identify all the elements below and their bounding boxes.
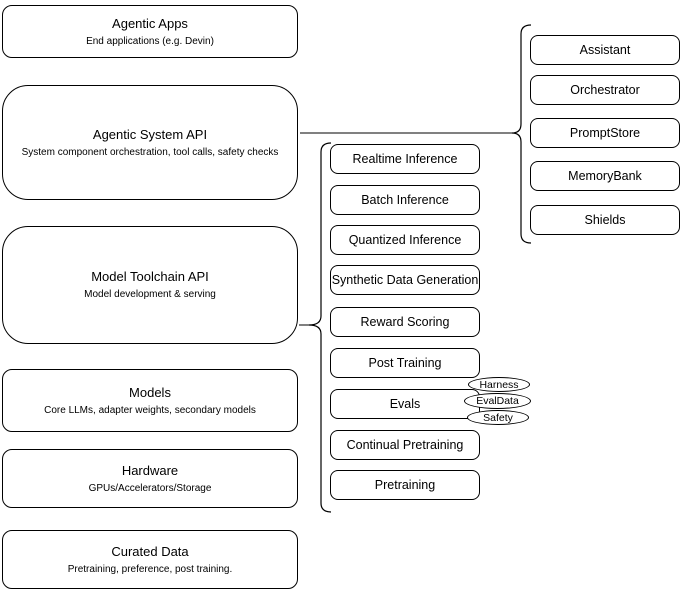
node-subtitle: End applications (e.g. Devin) (86, 35, 214, 47)
node-pretraining: Pretraining (330, 470, 480, 500)
node-continual-pretraining: Continual Pretraining (330, 430, 480, 460)
system-components-brace (511, 24, 532, 244)
node-promptstore: PromptStore (530, 118, 680, 148)
node-post-training: Post Training (330, 348, 480, 378)
node-hardware: Hardware GPUs/Accelerators/Storage (2, 449, 298, 508)
node-title: Agentic Apps (112, 15, 188, 31)
node-reward-scoring: Reward Scoring (330, 307, 480, 337)
node-model-toolchain-api: Model Toolchain API Model development & … (2, 226, 298, 344)
node-subtitle: System component orchestration, tool cal… (21, 146, 279, 158)
node-title: Curated Data (111, 543, 189, 559)
tag-harness: Harness (468, 377, 530, 392)
tag-safety: Safety (467, 410, 529, 425)
node-realtime-inference: Realtime Inference (330, 144, 480, 174)
node-agentic-system-api: Agentic System API System component orch… (2, 85, 298, 200)
node-curated-data: Curated Data Pretraining, preference, po… (2, 530, 298, 589)
toolchain-brace (308, 142, 332, 513)
node-orchestrator: Orchestrator (530, 75, 680, 105)
node-title: Model Toolchain API (91, 269, 209, 284)
node-subtitle: GPUs/Accelerators/Storage (88, 482, 212, 494)
node-agentic-apps: Agentic Apps End applications (e.g. Devi… (2, 5, 298, 58)
node-subtitle: Pretraining, preference, post training. (67, 563, 233, 575)
node-subtitle: Model development & serving (84, 289, 216, 300)
node-title: Hardware (121, 462, 179, 478)
node-title: Models (129, 384, 171, 400)
node-synthetic-data-generation: Synthetic Data Generation (330, 265, 480, 295)
node-models: Models Core LLMs, adapter weights, secon… (2, 369, 298, 432)
node-memorybank: MemoryBank (530, 161, 680, 191)
node-quantized-inference: Quantized Inference (330, 225, 480, 255)
node-title: Agentic System API (92, 126, 208, 142)
node-evals: Evals (330, 389, 480, 419)
node-assistant: Assistant (530, 35, 680, 65)
node-batch-inference: Batch Inference (330, 185, 480, 215)
node-subtitle: Core LLMs, adapter weights, secondary mo… (44, 404, 256, 416)
tag-evaldata: EvalData (464, 393, 531, 409)
node-shields: Shields (530, 205, 680, 235)
